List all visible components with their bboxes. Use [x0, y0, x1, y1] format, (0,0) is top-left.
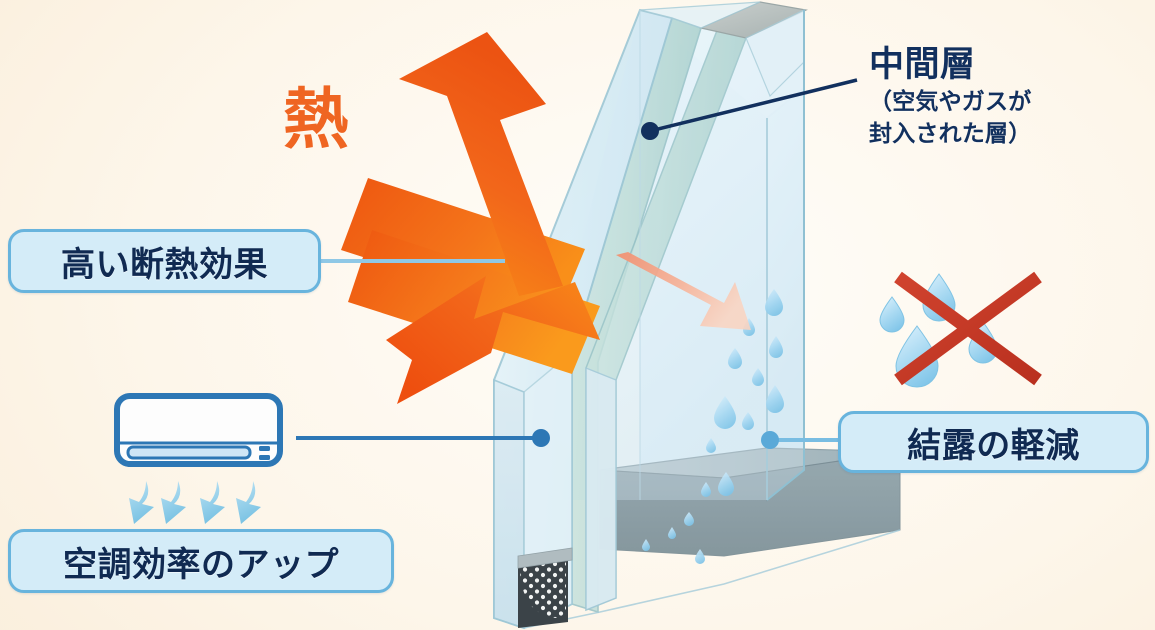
droplet-lg	[714, 396, 736, 429]
leader-lines-group	[296, 78, 858, 449]
glass-unit-graphic	[493, 1, 901, 630]
leader-dot-interlayer	[641, 122, 659, 140]
no-condensation-icon	[879, 271, 1042, 388]
leader-line-interlayer	[653, 78, 858, 132]
aircon-indicator-1	[259, 446, 270, 451]
middle-pane-thickness	[585, 367, 617, 611]
air-conditioner-icon	[114, 393, 283, 524]
droplet	[769, 336, 783, 358]
droplet	[765, 289, 783, 316]
label-condensation-reduction[interactable]: 結露の軽減	[838, 411, 1149, 473]
reflected-heat-arrow-down	[386, 276, 600, 404]
aircon-louver	[126, 445, 252, 460]
droplet	[742, 412, 754, 430]
leader-dot-condensation	[761, 431, 779, 449]
heat-kanji-label: 熱	[283, 82, 349, 156]
droplet-sm	[668, 527, 676, 539]
droplet-sm	[684, 512, 694, 526]
label-aircon-efficiency[interactable]: 空調効率のアップ	[8, 529, 394, 593]
top-outer-pane-cut	[639, 1, 761, 29]
reflected-heat-arrow-up	[399, 32, 563, 296]
desiccant-spacer-cap	[517, 547, 573, 569]
droplet-sm	[701, 482, 711, 497]
label-interlayer-title: 中間層	[869, 45, 976, 84]
transmitted-heat-arrow	[616, 252, 751, 330]
heat-arrows-group	[341, 32, 751, 404]
label-high-insulation-text: 高い断熱効果	[61, 245, 268, 284]
droplet	[728, 348, 742, 369]
label-interlayer-subtitle-line2: 封入された層）	[869, 120, 1032, 147]
droplet-sm	[642, 539, 650, 551]
droplet-lg	[766, 385, 784, 413]
aircon-indicator-2	[259, 455, 270, 460]
droplet-sm	[695, 549, 705, 564]
aircon-airflow-arrows	[129, 481, 261, 524]
label-high-insulation[interactable]: 高い断熱効果	[8, 229, 321, 293]
droplet-sm	[706, 438, 716, 453]
label-condensation-reduction-text: 結露の軽減	[907, 426, 1080, 465]
label-aircon-efficiency-text: 空調効率のアップ	[63, 545, 339, 584]
droplet	[718, 472, 734, 496]
desiccant-beads	[520, 558, 566, 618]
inner-pane-outline	[766, 10, 805, 501]
x-mark-icon	[894, 271, 1042, 386]
label-interlayer-subtitle-line1: （空気やガスが	[869, 87, 1032, 114]
droplet-small	[879, 296, 905, 333]
leader-dot-aircon	[532, 429, 550, 447]
droplet	[752, 368, 764, 386]
label-interlayer: 中間層 （空気やガスが 封入された層）	[869, 46, 1031, 149]
